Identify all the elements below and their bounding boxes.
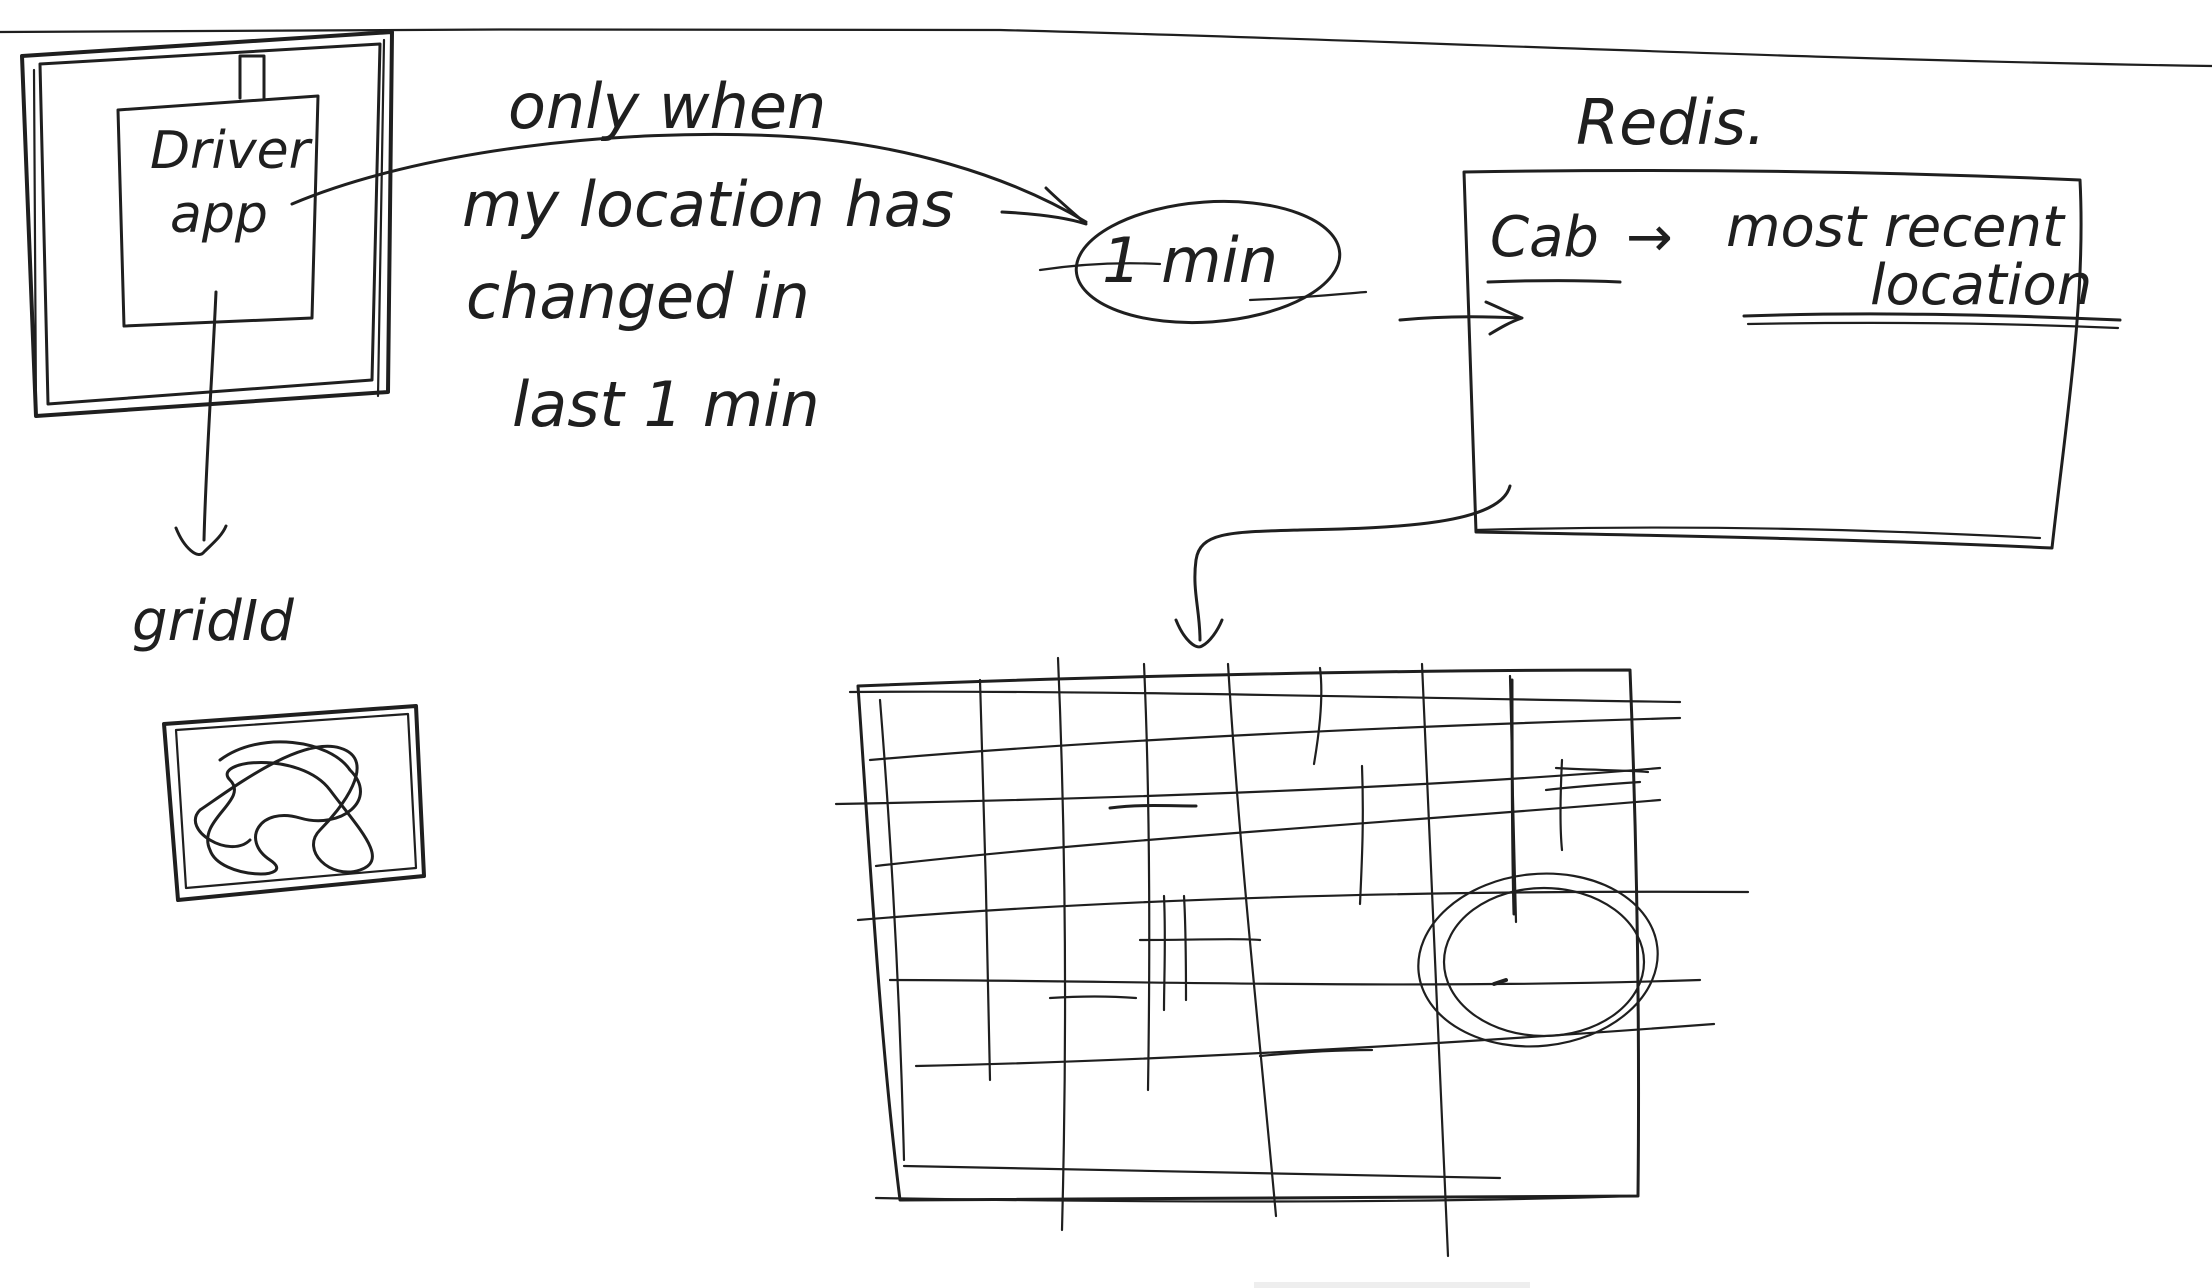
redis-value-underline <box>1742 312 2122 322</box>
search-radius-circle <box>1442 886 1646 1038</box>
redis-store: Redis. Cab → most recent location <box>1462 86 2122 550</box>
grid-fragment-2 <box>1312 666 1323 766</box>
driver-app-label-line2: app <box>170 185 268 245</box>
grid-fragment-8 <box>1544 780 1642 792</box>
grid-fragment-6 <box>1258 1048 1374 1058</box>
grid-street-h6 <box>888 978 1702 986</box>
grid-street-h1 <box>848 690 1682 704</box>
driver-phone: Driver app <box>20 30 394 418</box>
grid-street-v9 <box>1559 758 1564 852</box>
radius-vertical-street <box>1510 678 1516 916</box>
grid-street-v1 <box>878 698 906 1162</box>
grid-street-h4 <box>874 798 1662 868</box>
scribble-shape <box>193 740 374 876</box>
grid-street-h8 <box>902 1164 1502 1180</box>
grid-fragment-9 <box>1554 766 1650 774</box>
grid-fragment-1 <box>1108 804 1198 810</box>
grid-street-v3 <box>1056 656 1067 1232</box>
timer-underline <box>1038 262 1368 302</box>
grid-outline <box>856 668 1641 1202</box>
grid-fragment-4 <box>1162 894 1166 1012</box>
grid-fragment-7 <box>1048 995 1138 1000</box>
top-divider-line <box>0 28 2212 68</box>
redis-box-frame-2 <box>1474 526 2042 540</box>
note-line-3: changed in <box>466 260 810 333</box>
timer-node: 1 min <box>1038 199 1368 325</box>
grid-cell-frame <box>162 704 426 902</box>
phone-frame-stroke <box>32 38 386 412</box>
grid-street-v5 <box>1226 662 1278 1218</box>
driver-app-label: Driver <box>150 121 314 181</box>
grid-id-label: gridId <box>132 589 294 654</box>
redis-key-label: Cab <box>1490 205 1599 270</box>
grid-cell-frame-inner <box>174 712 418 890</box>
note-line-1: only when <box>508 70 826 143</box>
grid-fragment-5 <box>1182 894 1188 1002</box>
redis-title: Redis. <box>1576 86 1766 159</box>
arrowhead-redis <box>1484 300 1524 336</box>
redis-value-line-2: location <box>1870 253 2092 318</box>
bottom-strip <box>1254 1282 1530 1288</box>
cab-location-dot <box>1492 978 1508 986</box>
grid-street-h9 <box>874 1194 1632 1203</box>
arrow-redis-to-grid <box>1193 484 1512 642</box>
arrow-driver-to-gridid <box>202 290 218 542</box>
grid-fragment-3 <box>1138 938 1262 942</box>
grid-street-v7 <box>1420 662 1450 1258</box>
redis-value-underline-2 <box>1746 321 2120 330</box>
grid-street-h3 <box>834 766 1662 806</box>
grid-street-v6 <box>1358 764 1364 906</box>
note-line-4: last 1 min <box>512 368 820 441</box>
arrow-driver-to-timer <box>290 132 1088 224</box>
driver-app-box <box>116 94 320 328</box>
city-grid-map <box>834 656 1750 1258</box>
arrowhead-gridid <box>174 524 228 556</box>
update-condition-note: only when my location has changed in las… <box>462 70 954 441</box>
redis-arrow-glyph: → <box>1626 205 1673 270</box>
phone-inner-frame <box>38 42 382 406</box>
search-radius-circle-outer <box>1417 872 1659 1048</box>
phone-outer-frame <box>20 30 394 418</box>
redis-box-frame <box>1462 168 2083 550</box>
grid-street-h7 <box>914 1022 1716 1068</box>
grid-street-h5 <box>856 890 1750 922</box>
arrow-timer-to-redis <box>1398 315 1522 322</box>
arrowhead-timer <box>1000 186 1088 226</box>
timer-label: 1 min <box>1102 224 1278 297</box>
grid-street-v2 <box>978 678 992 1082</box>
grid-street-v4 <box>1142 662 1151 1092</box>
grid-street-h2 <box>868 716 1682 762</box>
note-line-2: my location has <box>462 168 954 241</box>
phone-notch <box>238 54 266 100</box>
redis-key-underline <box>1486 279 1622 284</box>
redis-value-line-1: most recent <box>1726 195 2066 260</box>
arrowhead-grid <box>1174 618 1224 649</box>
grid-cell-box <box>162 704 426 902</box>
timer-ellipse <box>1074 199 1342 325</box>
